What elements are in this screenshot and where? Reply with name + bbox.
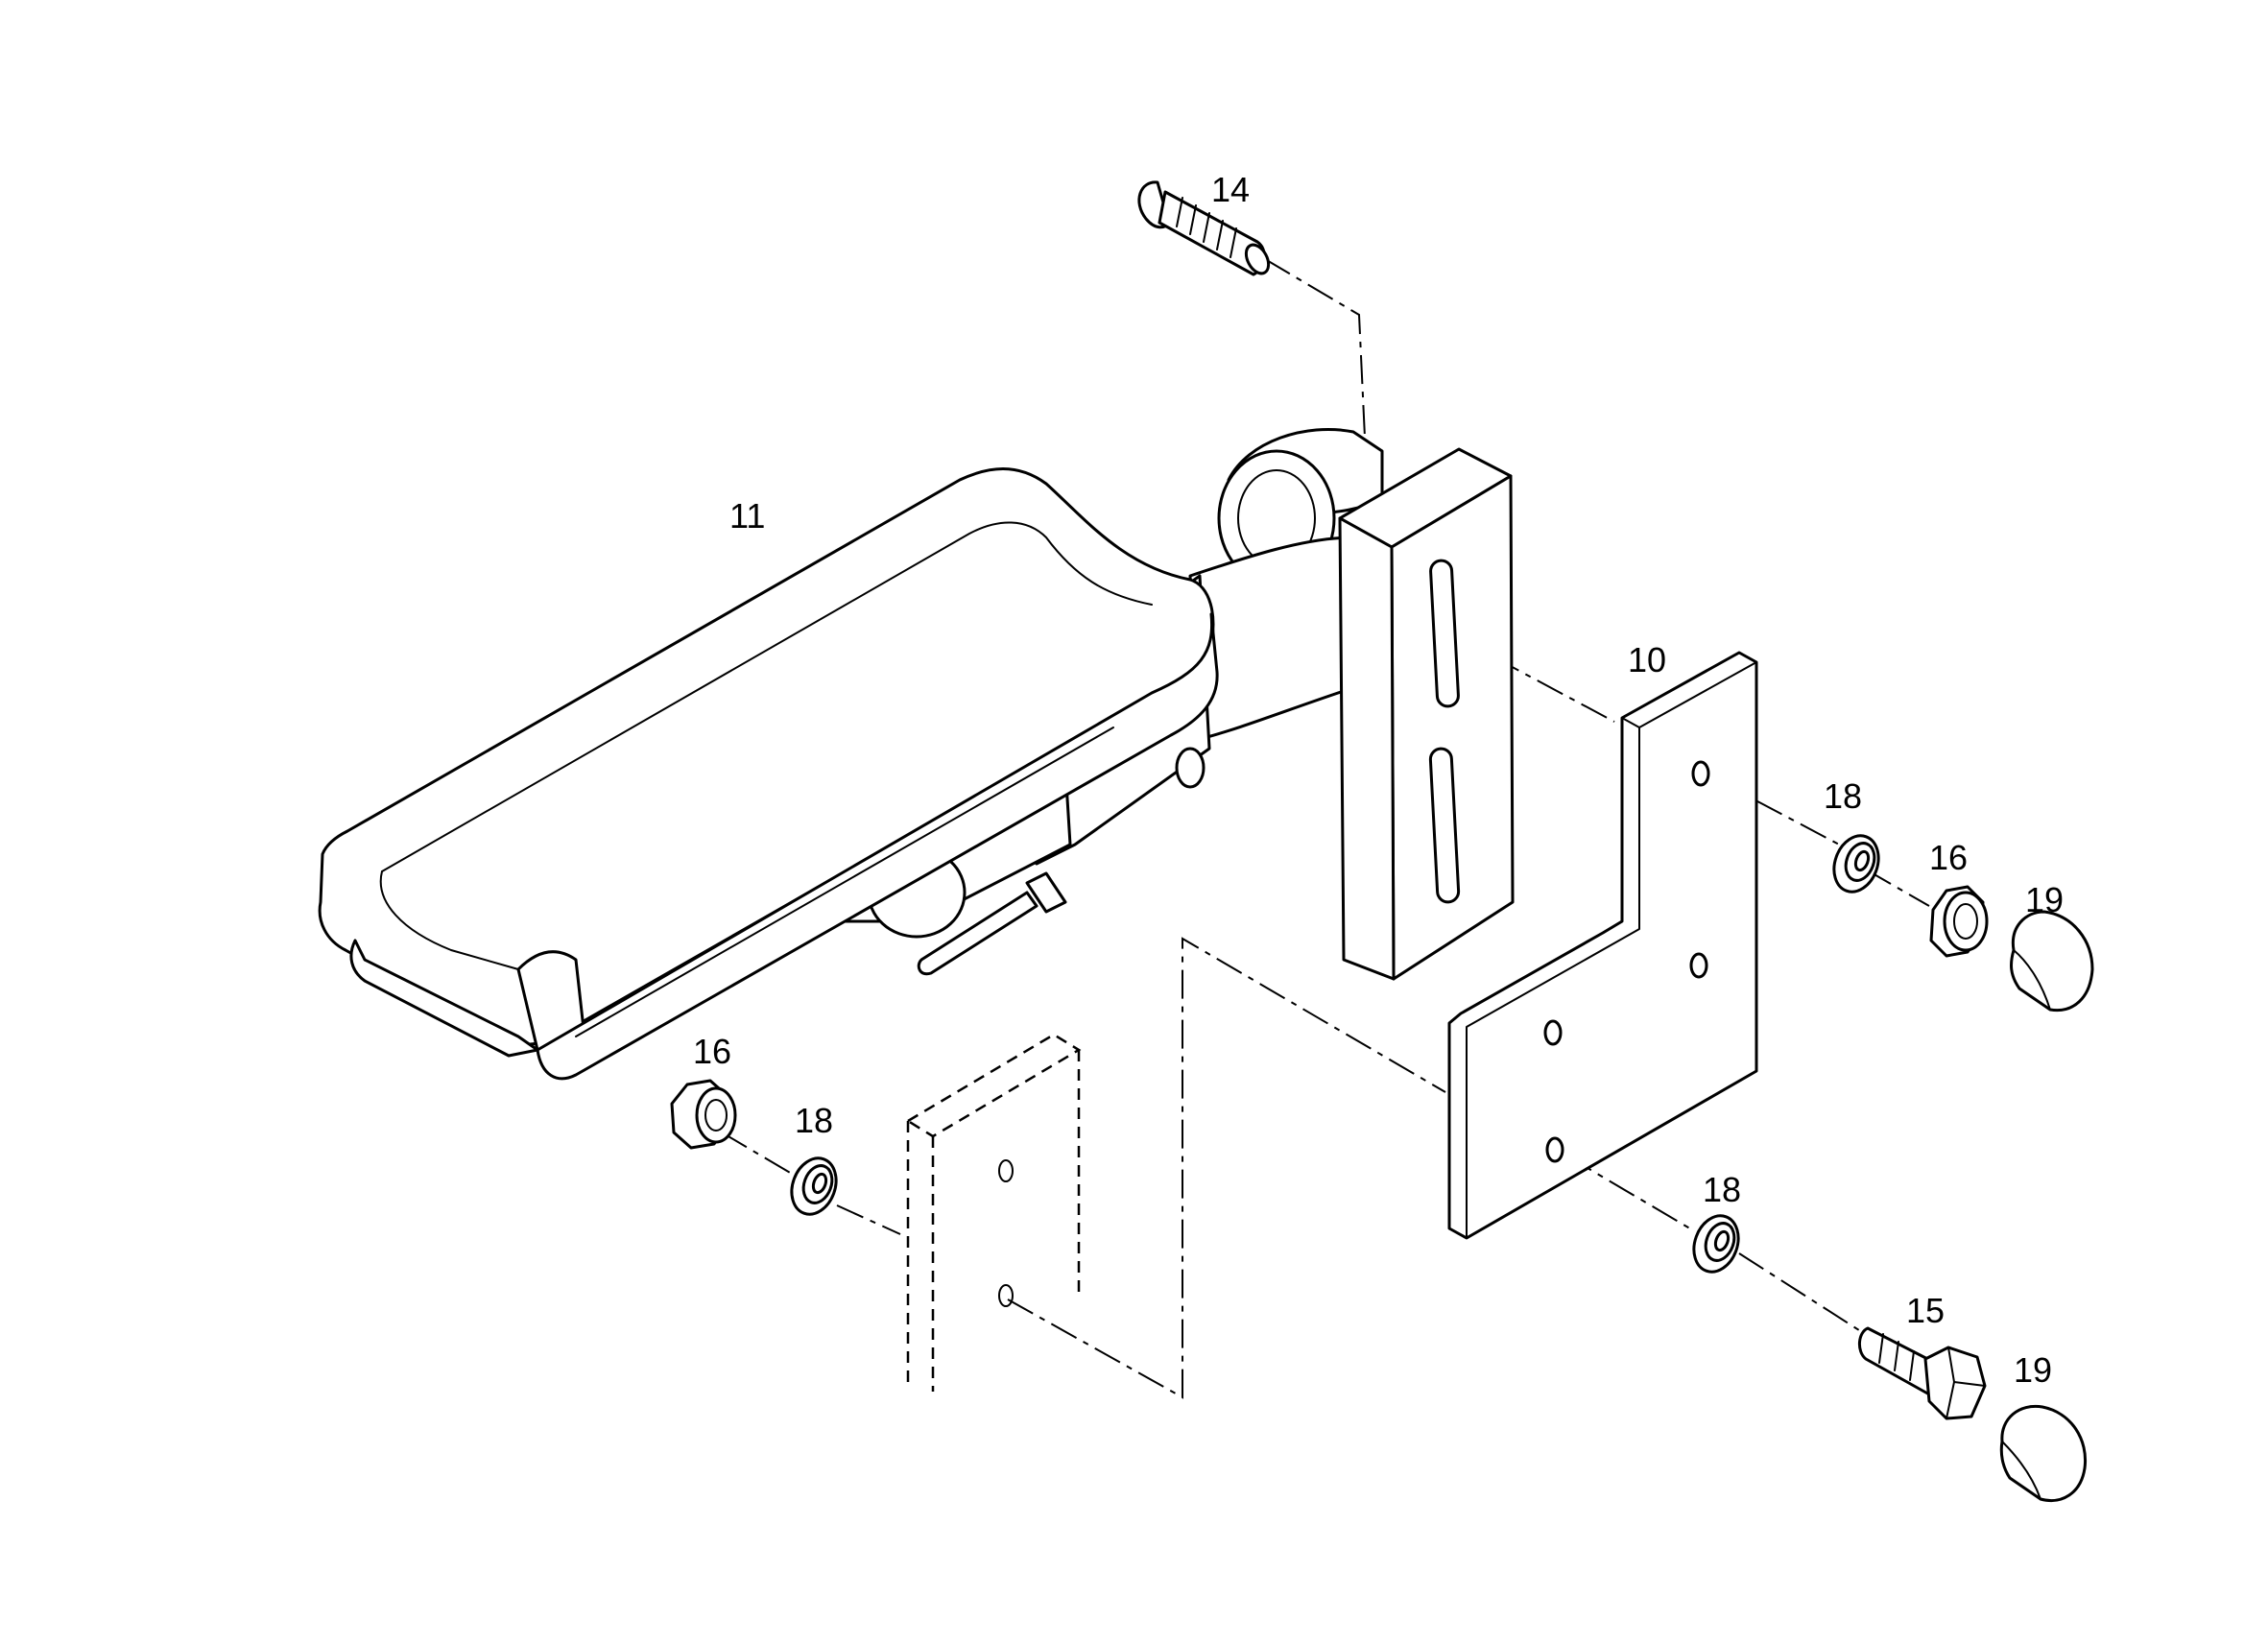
washer-18-left — [790, 1156, 838, 1216]
callout-14: 14 — [1211, 170, 1250, 209]
armrest-11 — [318, 427, 1384, 1081]
callout-16-left: 16 — [693, 1032, 731, 1071]
countersunk-screw-14 — [1137, 180, 1271, 276]
callout-15: 15 — [1906, 1291, 1945, 1330]
callout-19-bottom: 19 — [2014, 1350, 2052, 1390]
callout-16-right: 16 — [1929, 838, 1968, 877]
washer-18-bottom — [1692, 1214, 1740, 1274]
hex-nut-16-right — [1929, 885, 1989, 958]
callout-18-top: 18 — [1824, 776, 1862, 816]
callout-18-bottom: 18 — [1703, 1170, 1741, 1209]
acorn-cap-19-bottom — [1999, 1404, 2088, 1502]
washer-18-top — [1832, 834, 1880, 893]
callout-11: 11 — [729, 496, 765, 536]
acorn-cap-19-top — [2010, 910, 2094, 1013]
assembly-leader-lines — [721, 258, 1930, 1399]
callout-18-left: 18 — [795, 1101, 833, 1140]
hex-bolt-15 — [1858, 1326, 1987, 1420]
callout-10: 10 — [1628, 640, 1666, 679]
hex-nut-16-left — [670, 1079, 737, 1150]
bracket-plate-10 — [1447, 651, 1758, 1240]
mounting-surface-hidden — [905, 1033, 1082, 1392]
slotted-post — [1338, 447, 1515, 981]
